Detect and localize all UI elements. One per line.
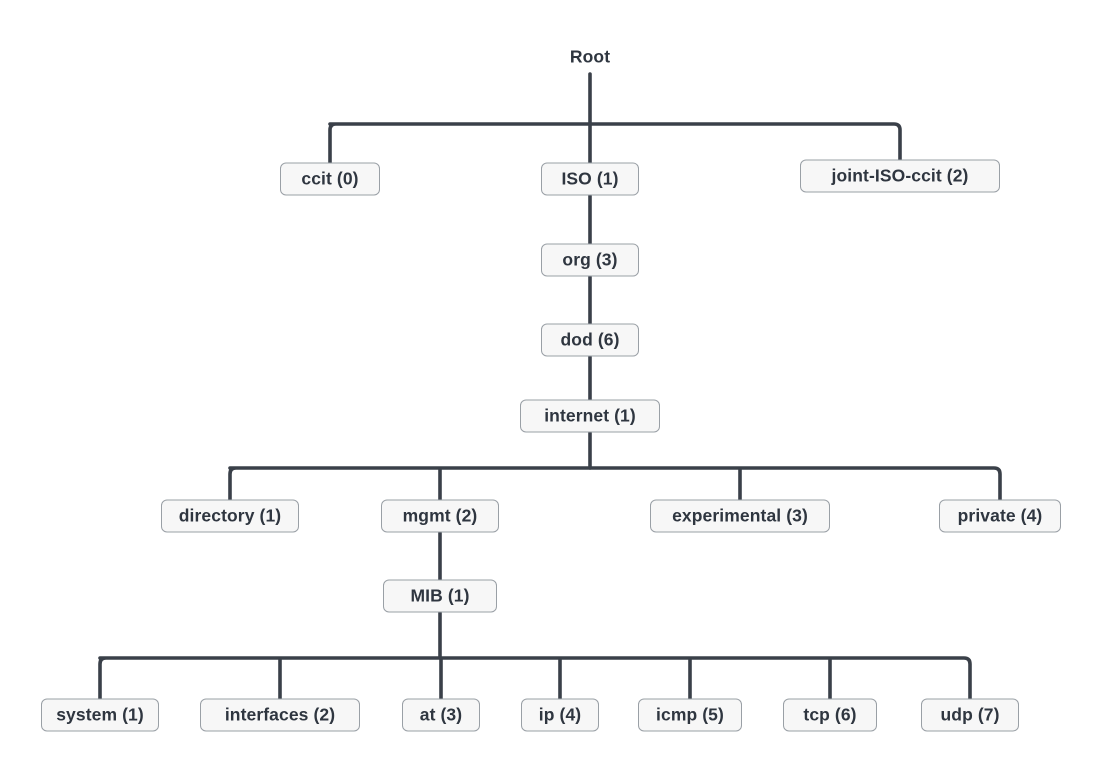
node-directory[interactable]: directory (1) [161, 499, 299, 533]
node-experimental[interactable]: experimental (3) [650, 499, 830, 533]
node-internet[interactable]: internet (1) [520, 399, 660, 433]
node-mib[interactable]: MIB (1) [383, 579, 497, 613]
node-ccit[interactable]: ccit (0) [280, 162, 380, 196]
node-joint-iso-ccit[interactable]: joint-ISO-ccit (2) [800, 159, 1000, 193]
node-icmp[interactable]: icmp (5) [638, 698, 742, 732]
node-org[interactable]: org (3) [541, 243, 639, 277]
node-system[interactable]: system (1) [41, 698, 159, 732]
edge-root-bus [328, 122, 902, 165]
node-at[interactable]: at (3) [402, 698, 480, 732]
node-private[interactable]: private (4) [939, 499, 1061, 533]
node-ip[interactable]: ip (4) [521, 698, 599, 732]
node-udp[interactable]: udp (7) [921, 698, 1019, 732]
node-interfaces[interactable]: interfaces (2) [200, 698, 360, 732]
edge-mib-bus [98, 656, 972, 701]
edge-internet-bus [228, 466, 1002, 502]
node-dod[interactable]: dod (6) [541, 323, 639, 357]
node-iso[interactable]: ISO (1) [541, 162, 639, 196]
node-tcp[interactable]: tcp (6) [783, 698, 877, 732]
node-mgmt[interactable]: mgmt (2) [381, 499, 499, 533]
node-root[interactable]: Root [569, 46, 611, 67]
